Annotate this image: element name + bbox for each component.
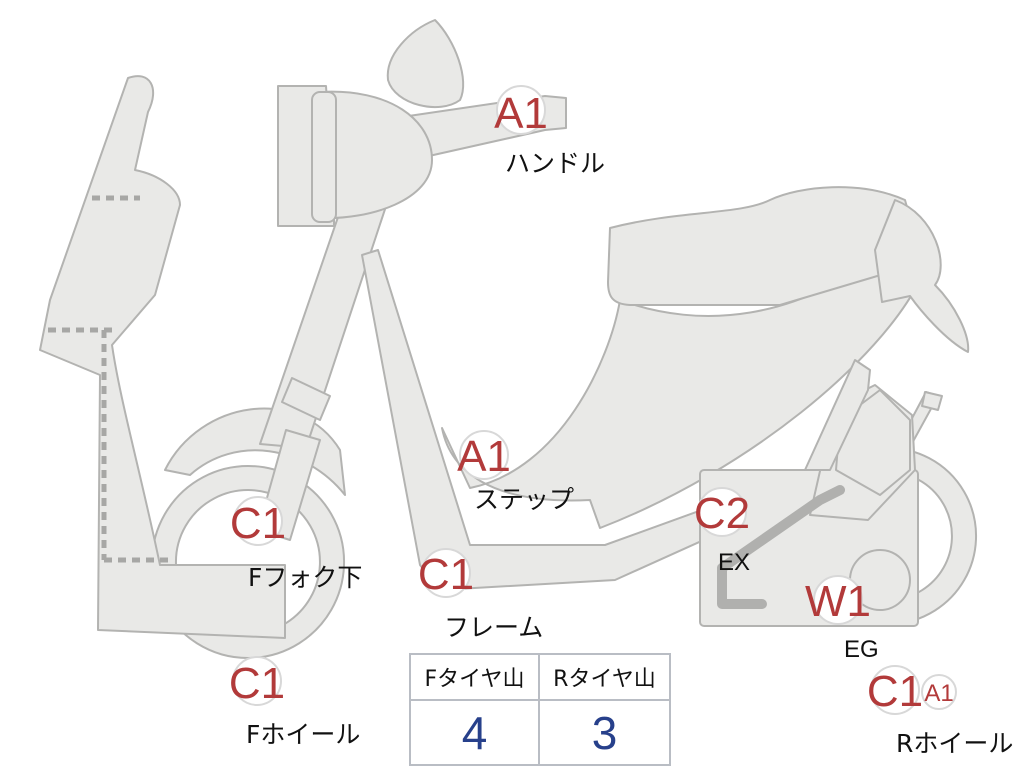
label-front-wheel: Fホイール (246, 720, 360, 749)
label-engine: EG (844, 636, 879, 663)
badge-exhaust-code: C2 (694, 489, 750, 538)
label-handle: ハンドル (505, 149, 605, 178)
badge-handle-code: A1 (494, 89, 548, 138)
badge-engine-code: W1 (805, 577, 871, 626)
badge-rear-wheel-code: C1 (867, 667, 923, 716)
badge-rear-wheel: C1 A1 Rホイール (867, 665, 1013, 758)
badge-front-wheel-code: C1 (229, 659, 285, 708)
front-tread-header: Fタイヤ山 (411, 655, 540, 701)
badge-step: A1 ステップ (457, 430, 574, 514)
badge-front-wheel: C1 Fホイール (229, 656, 360, 749)
front-tread-value: 4 (411, 701, 540, 764)
badge-engine: W1 EG (805, 575, 879, 663)
rear-tread-value: 3 (591, 706, 618, 759)
mirror (386, 19, 465, 109)
leg-shield (39, 75, 286, 639)
stem-collar (281, 377, 331, 421)
label-frame: フレーム (444, 613, 543, 642)
badge-step-code: A1 (457, 432, 511, 481)
label-step: ステップ (474, 485, 574, 514)
badge-fork: C1 Fフォク下 (230, 496, 362, 592)
badge-fork-code: C1 (230, 499, 286, 548)
headlight (277, 85, 433, 227)
badge-exhaust: C2 EX (694, 487, 750, 576)
badge-rear-wheel-extra-code: A1 (924, 680, 953, 707)
seat (607, 186, 910, 306)
tire-tread-table: Fタイヤ山 Rタイヤ山 4 3 (409, 653, 671, 766)
rear-tread-header: Rタイヤ山 (540, 655, 669, 701)
badge-frame: C1 フレーム (418, 548, 543, 642)
exhaust-pipe (717, 485, 845, 609)
label-fork: Fフォク下 (248, 563, 362, 592)
rear-axle (921, 391, 943, 411)
rear-cowl (874, 199, 970, 353)
label-exhaust: EX (718, 549, 750, 576)
badge-frame-code: C1 (418, 550, 474, 599)
badge-handle: A1 ハンドル (494, 85, 605, 178)
swing-arm (804, 359, 871, 471)
label-rear-wheel: Rホイール (896, 729, 1013, 758)
